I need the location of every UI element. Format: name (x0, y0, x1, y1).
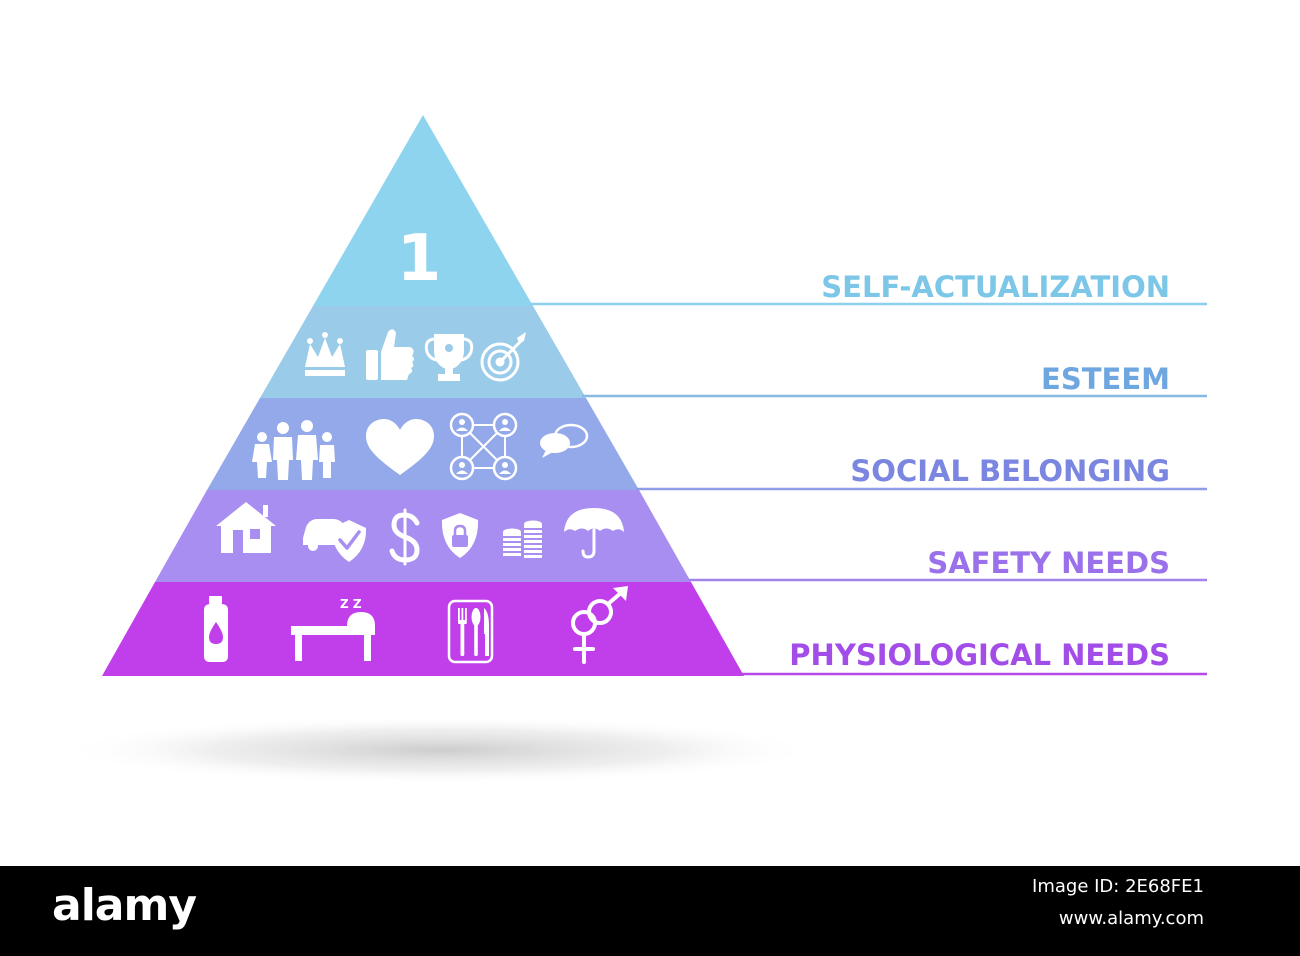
dollar-icon (389, 508, 420, 566)
umbrella-icon (564, 508, 624, 559)
thumbs-up-icon (366, 329, 414, 380)
trophy-icon (424, 334, 474, 381)
sleep-z-icon: Z Z (340, 597, 362, 611)
family-icon (252, 420, 335, 480)
heart-icon (366, 419, 434, 475)
floor-shadow (60, 716, 820, 784)
car-shield-icon (303, 519, 367, 562)
crown-icon (305, 332, 345, 376)
house-icon (216, 502, 276, 553)
hierarchy-of-needs-diagram: 1 SELF-ACTUALIZATION ESTEEM SOCIAL BELON… (60, 115, 1207, 784)
label-esteem: ESTEEM (1041, 362, 1170, 396)
target-icon (480, 332, 526, 382)
chat-icon (540, 423, 589, 458)
band-physiological-needs (102, 582, 744, 676)
bottle-icon (204, 596, 228, 662)
image-url-text: www.alamy.com (1058, 908, 1204, 929)
peak-number: 1 (397, 222, 442, 296)
image-id-text: Image ID: 2E68FE1 (1032, 876, 1204, 897)
cutlery-icon (447, 599, 494, 664)
bed-icon: Z Z (291, 597, 375, 661)
label-physiological-needs: PHYSIOLOGICAL NEEDS (789, 638, 1170, 672)
brand-logo: alamy (52, 880, 197, 931)
coins-icon (503, 520, 542, 558)
label-social-belonging: SOCIAL BELONGING (850, 454, 1170, 488)
lock-shield-icon (441, 513, 479, 558)
gender-icon (571, 586, 628, 664)
network-icon (449, 412, 518, 481)
label-safety-needs: SAFETY NEEDS (927, 546, 1170, 580)
band-safety-needs (155, 490, 691, 582)
label-self-actualization: SELF-ACTUALIZATION (821, 270, 1170, 304)
band-self-actualization (313, 115, 533, 306)
footer-bar: alamy Image ID: 2E68FE1 www.alamy.com (0, 866, 1300, 956)
